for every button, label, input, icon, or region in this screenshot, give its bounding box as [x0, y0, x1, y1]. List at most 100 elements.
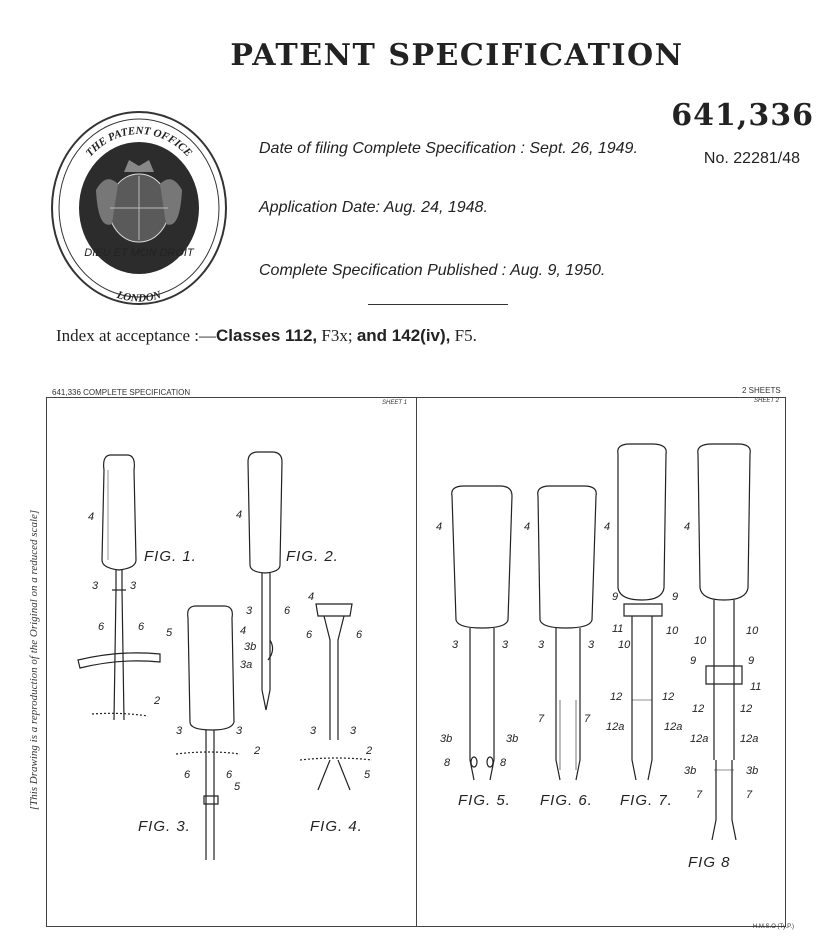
ref-3b-fig5: 3 — [502, 639, 509, 651]
fig5-caption: FIG. 5. — [458, 792, 511, 809]
ref-4-fig7: 4 — [604, 521, 610, 533]
ref-3-fig6: 3 — [538, 639, 545, 651]
ref-12a-fig8: 12a — [690, 733, 708, 745]
ref-3b-fig6: 3 — [588, 639, 595, 651]
application-number: No. 22281/48 — [703, 150, 800, 167]
ref-12a2-fig8: 12a — [740, 733, 758, 745]
ref-3-fig3: 3 — [176, 725, 183, 737]
ref-7-fig6: 7 — [538, 713, 545, 725]
ref-9-fig7: 9 — [612, 591, 618, 603]
ref-5-fig1: 5 — [166, 627, 173, 639]
fig7-caption: FIG. 7. — [620, 792, 673, 809]
ref-11-fig8: 11 — [750, 681, 761, 693]
ref-3-fig5: 3 — [452, 639, 459, 651]
ref-6b-fig1: 6 — [138, 621, 145, 633]
patent-number: 641,336 — [671, 98, 814, 133]
ref-12-fig8: 12 — [692, 703, 704, 715]
ref-3a-fig1: 3 — [92, 580, 99, 592]
index-classes: Classes 112, — [216, 326, 318, 345]
application-date: Application Date: Aug. 24, 1948. — [259, 199, 488, 216]
ref-3-fig4: 3 — [310, 725, 317, 737]
ref-4-fig5: 4 — [436, 521, 442, 533]
ref-3b3-fig5: 3b — [506, 733, 518, 745]
fig3-caption: FIG. 3. — [138, 818, 191, 835]
fig7-tool-drawing — [617, 443, 667, 781]
fig1-tool-drawing — [77, 454, 161, 721]
ref-9b-fig7: 9 — [672, 591, 678, 603]
ref-4-fig2: 4 — [236, 509, 242, 521]
sheet-1-label: SHEET 1 — [382, 400, 408, 406]
sheet-divider — [416, 397, 417, 927]
fig6-tool-drawing — [537, 485, 597, 781]
index-f5: F5. — [454, 326, 477, 345]
seal-motto: DIEU ET MON DROIT — [84, 247, 195, 259]
ref-3b-fig8: 3b — [684, 765, 696, 777]
svg-text:LONDON: LONDON — [114, 289, 163, 305]
ref-6-fig3: 6 — [184, 769, 191, 781]
fig8-caption: FIG 8 — [688, 854, 731, 871]
ref-10-fig7: 10 — [666, 625, 679, 637]
ref-9b-fig8: 9 — [748, 655, 754, 667]
seal-bottom-text: LONDON — [114, 289, 163, 305]
ref-10b-fig7: 10 — [618, 639, 631, 651]
ref-3b2-fig8: 3b — [746, 765, 758, 777]
ref-3-fig2: 3 — [246, 605, 253, 617]
ref-3b-fig2: 3b — [244, 641, 256, 653]
ref-4-fig1: 4 — [88, 511, 94, 523]
patent-office-seal-icon: THE PATENT OFFICE LONDON DIEU ET MON DRO… — [51, 111, 227, 305]
sheet-2-label: SHEET 2 — [754, 398, 780, 404]
fig2-tool-drawing — [247, 451, 283, 711]
fig4-tool-drawing — [299, 603, 373, 791]
ref-4-fig6: 4 — [524, 521, 530, 533]
ref-3a-fig2: 3a — [240, 659, 252, 671]
ref-2-fig4: 2 — [365, 745, 372, 757]
ref-6a-fig1: 6 — [98, 621, 105, 633]
ref-3b-fig4: 3 — [350, 725, 357, 737]
ref-3b-fig1: 3 — [130, 580, 137, 592]
ref-8b-fig5: 8 — [500, 757, 507, 769]
ref-12a2-fig7: 12a — [664, 721, 682, 733]
ref-11-fig7: 11 — [612, 623, 623, 635]
ref-7b-fig8: 7 — [746, 789, 753, 801]
ref-12b-fig7: 12 — [662, 691, 674, 703]
ref-4-fig4: 4 — [308, 591, 314, 603]
divider-rule — [368, 304, 508, 305]
ref-12a-fig7: 12a — [606, 721, 624, 733]
ref-10b-fig8: 10 — [746, 625, 759, 637]
ref-12b-fig8: 12 — [740, 703, 752, 715]
ref-9-fig8: 9 — [690, 655, 696, 667]
ref-6-fig4: 6 — [306, 629, 313, 641]
drawing-header-left: 641,336 COMPLETE SPECIFICATION — [52, 388, 191, 397]
fig6-caption: FIG. 6. — [540, 792, 593, 809]
index-at-acceptance: Index at acceptance :—Classes 112, F3x; … — [56, 326, 477, 346]
ref-2-fig3: 2 — [253, 745, 260, 757]
ref-6-fig2: 6 — [284, 605, 291, 617]
publication-date: Complete Specification Published : Aug. … — [259, 262, 606, 279]
index-f3x: F3x; — [321, 326, 357, 345]
ref-6b-fig3: 6 — [226, 769, 233, 781]
fig4-caption: FIG. 4. — [310, 818, 363, 835]
index-prefix: Index at acceptance :— — [56, 326, 216, 345]
ref-7b-fig6: 7 — [584, 713, 591, 725]
ref-10-fig8: 10 — [694, 635, 707, 647]
ref-12-fig7: 12 — [610, 691, 622, 703]
ref-7-fig8: 7 — [696, 789, 703, 801]
fig8-tool-drawing — [697, 443, 751, 841]
drawing-header-right: 2 SHEETS — [742, 386, 781, 395]
ref-3b-fig3: 3 — [236, 725, 243, 737]
fig3-tool-drawing — [175, 605, 241, 860]
fig5-tool-drawing — [451, 485, 513, 781]
fig1-caption: FIG. 1. — [144, 548, 197, 565]
ref-2-fig1: 2 — [153, 695, 160, 707]
ref-5-fig4: 5 — [364, 769, 371, 781]
fig2-caption: FIG. 2. — [286, 548, 339, 565]
index-and-class: and 142(iv), — [356, 326, 451, 345]
document-title: PATENT SPECIFICATION — [230, 38, 684, 73]
ref-6b-fig4: 6 — [356, 629, 363, 641]
ref-5-fig3: 5 — [234, 781, 241, 793]
ref-3b2-fig5: 3b — [440, 733, 452, 745]
ref-4-fig3: 4 — [240, 625, 246, 637]
filing-date: Date of filing Complete Specification : … — [259, 140, 638, 157]
ref-8-fig5: 8 — [444, 757, 451, 769]
